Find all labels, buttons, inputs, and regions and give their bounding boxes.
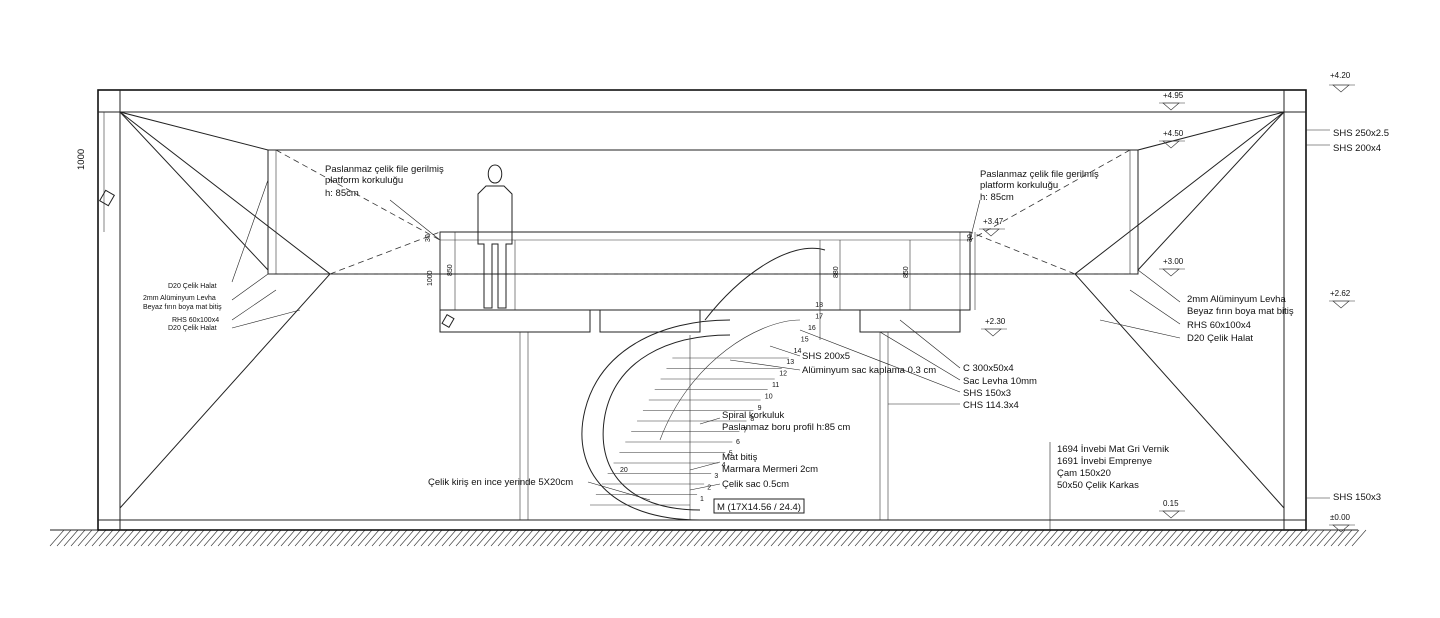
note-celik-kiris: Çelik kiriş en ince yerinde 5X20cm [428, 477, 573, 488]
step-number: 12 [779, 371, 787, 378]
step-number: 4 [722, 462, 726, 469]
level-markers: +4.20 +4.95 +4.50 +3.47 +3.00 +2.62 +2.3… [979, 71, 1355, 533]
railing-right-line1: Paslanmaz çelik file gerilmiş [980, 169, 1099, 180]
level-4-95: +4.95 [1163, 91, 1184, 100]
step-number: 3 [714, 473, 718, 480]
finish-line1: 1694 İnvebi Mat Gri Vernik [1057, 444, 1169, 455]
right-cable: D20 Çelik Halat [1187, 333, 1253, 344]
finish-line3: Çam 150x20 [1057, 468, 1111, 479]
note-alu-cladding: Alüminyum sac kaplama 0.3 cm [802, 365, 936, 376]
suspended-frame [267, 149, 1139, 275]
note-celik-sac: Çelik sac 0.5cm [722, 479, 789, 490]
right-alu-1: 2mm Alüminyum Levha [1187, 294, 1286, 305]
label-shs-150: SHS 150x3 [1333, 492, 1381, 503]
step-number: 7 [743, 428, 747, 435]
left-alu-1: 2mm Alüminyum Levha [143, 295, 216, 302]
step-number: 6 [736, 439, 740, 446]
step-number: 9 [758, 405, 762, 412]
dim-880: 880 [833, 266, 840, 278]
note-shs-150: SHS 150x3 [963, 388, 1011, 399]
finish-line4: 50x50 Çelik Karkas [1057, 480, 1139, 491]
level-2-62: +2.62 [1330, 289, 1351, 298]
step-number: 8 [750, 416, 754, 423]
level-0-00: ±0.00 [1330, 513, 1351, 522]
spotlight-platform-icon [441, 313, 455, 329]
level-0-15: 0.15 [1163, 499, 1179, 508]
dim-850-right: 850 [903, 266, 910, 278]
note-r20: 20 [620, 467, 628, 474]
spotlight-icon [98, 189, 116, 207]
left-cable-bottom: D20 Çelik Halat [168, 325, 217, 332]
note-spiral-2: Paslanmaz boru profil h:85 cm [722, 422, 850, 433]
step-number: 18 [815, 302, 823, 309]
level-3-00: +3.00 [1163, 257, 1184, 266]
step-number: 10 [765, 393, 773, 400]
label-shs-250: SHS 250x2.5 [1333, 128, 1389, 139]
stair-box-label: M (17X14.56 / 24.4) [717, 502, 801, 513]
steel-frame [97, 89, 1307, 531]
left-alu-2: Beyaz fırın boya mat bitiş [143, 304, 222, 311]
step-number: 5 [729, 450, 733, 457]
leader-lines [231, 129, 1330, 530]
dim-30-left: 30 [425, 234, 432, 242]
step-number: 15 [801, 336, 809, 343]
left-rhs: RHS 60x100x4 [172, 317, 219, 324]
note-mat-2: Marmara Mermeri 2cm [722, 464, 818, 475]
step-number: 11 [772, 382, 779, 389]
finish-line2: 1691 İnvebi Emprenye [1057, 456, 1152, 467]
level-4-50: +4.50 [1163, 129, 1184, 138]
railing-left-line2: platform korkuluğu [325, 175, 403, 186]
stair-box-frame [713, 498, 805, 514]
step-number: 13 [786, 359, 794, 366]
note-mat-1: Mat bitiş [722, 452, 758, 463]
note-c-profile: C 300x50x4 [963, 363, 1014, 374]
railing-right-line3: h: 85cm [980, 192, 1014, 203]
right-alu-2: Beyaz fırın boya mat bitiş [1187, 306, 1294, 317]
dim-1000: 1000 [427, 270, 434, 286]
step-number: 1 [700, 496, 704, 503]
note-chs: CHS 114.3x4 [963, 400, 1019, 411]
level-2-30: +2.30 [985, 317, 1006, 326]
note-spiral-1: Spiral korkuluk [722, 410, 785, 421]
steel-cables [119, 111, 1285, 509]
step-number: 2 [707, 485, 711, 492]
step-number: 17 [815, 314, 823, 321]
railing-right-line2: platform korkuluğu [980, 180, 1058, 191]
railing-left-line1: Paslanmaz çelik file gerilmiş [325, 164, 444, 175]
level-4-20: +4.20 [1330, 71, 1351, 80]
left-cable-top: D20 Çelik Halat [168, 283, 217, 290]
human-figure-icon [477, 164, 513, 309]
level-3-47: +3.47 [983, 217, 1004, 226]
note-sac-levha: Sac Levha 10mm [963, 376, 1037, 387]
note-shs-200x5: SHS 200x5 [802, 351, 850, 362]
label-shs-200: SHS 200x4 [1333, 143, 1381, 154]
railing-left-line3: h: 85cm [325, 188, 359, 199]
ground-hatch [49, 529, 1367, 547]
dim-1000-frame: 1000 [76, 149, 87, 170]
dim-850-left: 850 [447, 264, 454, 276]
step-number: 14 [794, 348, 802, 355]
right-rhs: RHS 60x100x4 [1187, 320, 1251, 331]
step-number: 16 [808, 325, 816, 332]
